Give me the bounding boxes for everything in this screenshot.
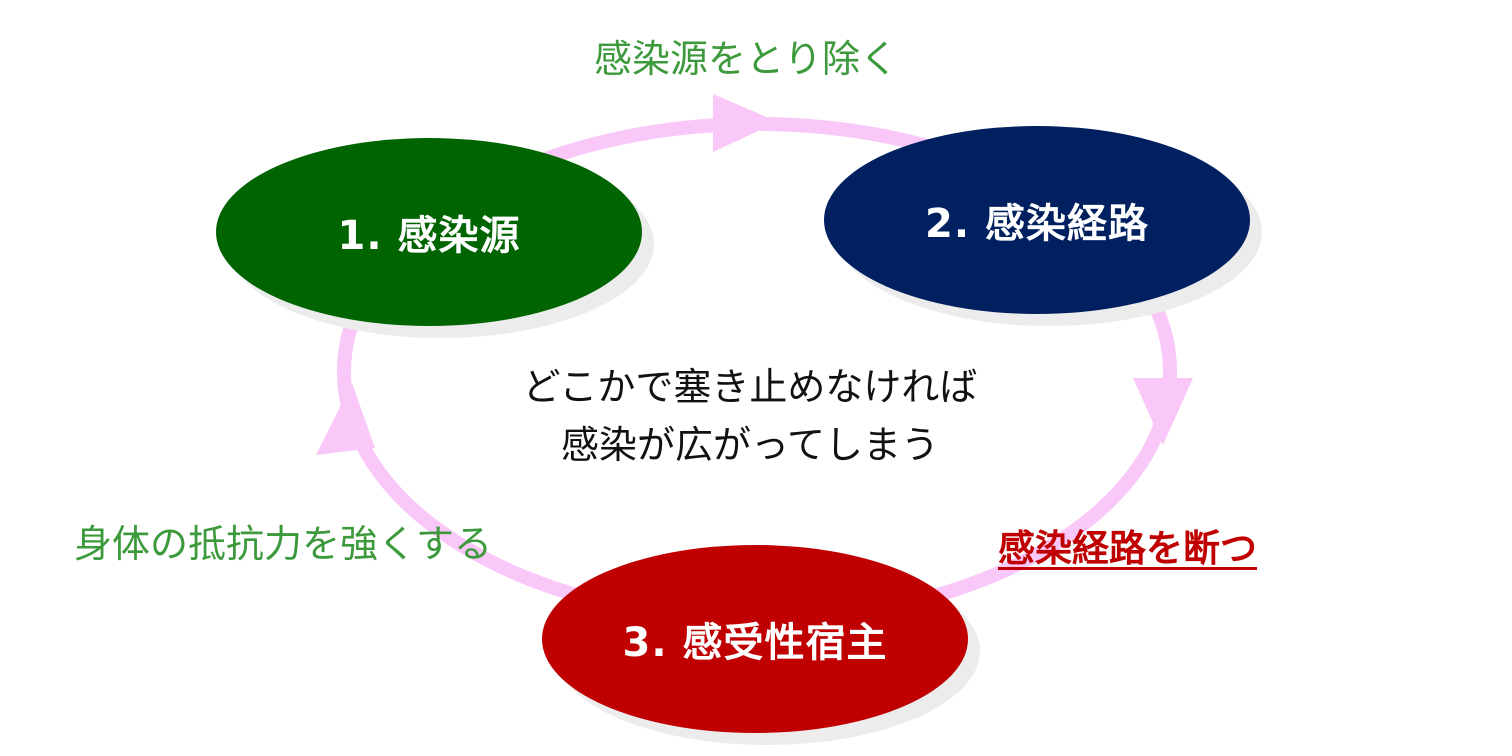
- center-message-line1: どこかで塞き止めなければ: [522, 365, 978, 409]
- arrow-right-icon: [713, 94, 778, 152]
- node-infection-route: 2. 感染経路: [824, 126, 1250, 314]
- node-infection-source: 1. 感染源: [216, 138, 642, 326]
- center-message: どこかで塞き止めなければ 感染が広がってしまう: [480, 358, 1020, 474]
- arrow-down-icon: [1133, 378, 1193, 445]
- action-remove-source: 感染源をとり除く: [594, 37, 899, 81]
- node-susceptible-host-label: 3. 感受性宿主: [622, 620, 888, 666]
- arrow-up-icon: [316, 383, 375, 455]
- node-susceptible-host: 3. 感受性宿主: [542, 545, 968, 733]
- node-infection-source-label: 1. 感染源: [337, 213, 521, 259]
- center-message-line2: 感染が広がってしまう: [560, 423, 940, 467]
- action-cut-route: 感染経路を断つ: [998, 527, 1257, 570]
- node-infection-route-label: 2. 感染経路: [925, 201, 1149, 247]
- action-strengthen-resistance: 身体の抵抗力を強くする: [74, 522, 493, 566]
